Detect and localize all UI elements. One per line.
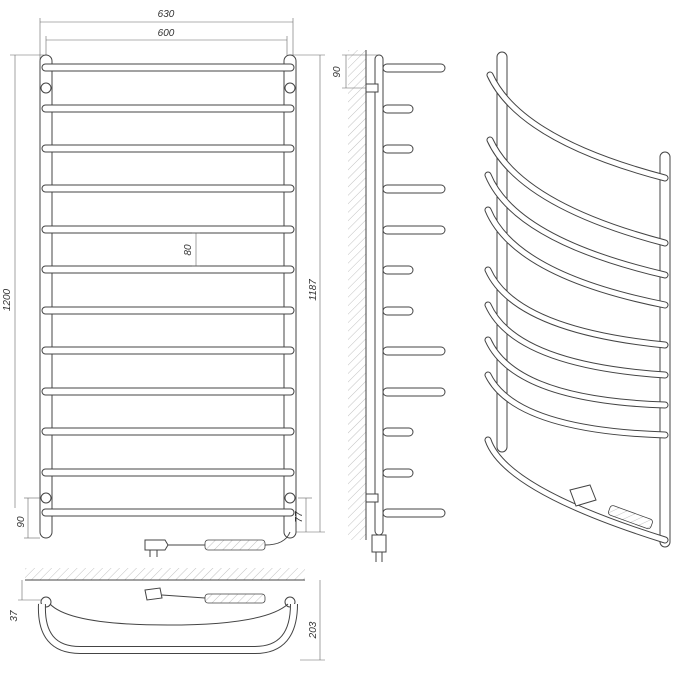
- power-cord: [144, 531, 291, 557]
- rung: [41, 387, 295, 396]
- rung: [41, 63, 295, 72]
- side-bracket-top: [365, 83, 379, 93]
- wall: [348, 50, 366, 540]
- plug-icon: [144, 539, 169, 551]
- dim-rail-width: 600: [45, 28, 288, 60]
- dim-rail-height: 1187: [290, 54, 325, 533]
- dim-overall-width-label: 630: [158, 9, 175, 20]
- dim-bottom-offset-label: 90: [16, 516, 27, 528]
- dim-wall-offset: 37: [9, 580, 42, 622]
- rungs: [41, 63, 295, 517]
- rung: [41, 104, 295, 113]
- dim-bottom-bracket-label: 77: [294, 511, 305, 523]
- side-bracket-bottom: [365, 493, 379, 503]
- dim-depth: 203: [300, 580, 325, 661]
- bracket-bottom-right: [284, 492, 296, 504]
- bracket-top-right: [284, 82, 296, 94]
- persp-rungs: [484, 71, 669, 544]
- side-upright: [374, 54, 384, 536]
- dim-overall-height-label: 1200: [2, 288, 13, 311]
- persp-upright-front: [659, 151, 671, 548]
- rung: [41, 306, 295, 315]
- dim-top-offset: 90: [332, 54, 380, 89]
- rung: [41, 184, 295, 193]
- bracket-top-left: [40, 82, 52, 94]
- rung: [41, 144, 295, 153]
- dim-overall-width: 630: [39, 9, 294, 60]
- persp-plug-icon: [569, 484, 597, 507]
- rung: [41, 427, 295, 436]
- rung: [41, 508, 295, 517]
- bracket-bottom-left: [40, 492, 52, 504]
- coiled-cable: [204, 539, 266, 551]
- rung: [41, 225, 295, 234]
- dim-bar-spacing-label: 80: [183, 244, 194, 256]
- dim-top-offset-label: 90: [332, 66, 343, 78]
- right-upright: [283, 54, 297, 539]
- side-rungs: [382, 63, 446, 518]
- left-upright: [39, 54, 53, 539]
- rung: [41, 265, 295, 274]
- perspective-view: [484, 51, 671, 548]
- side-plug-icon: [371, 534, 387, 553]
- side-view: 90: [332, 50, 446, 562]
- dim-rail-height-label: 1187: [308, 279, 319, 301]
- top-wall: [25, 568, 305, 580]
- dim-bottom-offset: 90: [16, 497, 40, 539]
- dim-bar-spacing: 80: [183, 232, 200, 267]
- top-view: 37 203: [9, 568, 325, 661]
- dim-rail-width-label: 600: [158, 28, 175, 39]
- dim-wall-offset-label: 37: [9, 610, 20, 622]
- rung: [41, 468, 295, 477]
- top-coiled-cable: [204, 593, 266, 604]
- front-view: 630 600 1200 1187: [2, 9, 325, 557]
- persp-coiled-cable: [608, 505, 653, 530]
- dim-bottom-bracket: 77: [294, 497, 312, 532]
- rung: [41, 346, 295, 355]
- dim-overall-height: 1200: [2, 54, 44, 508]
- dim-depth-label: 203: [308, 621, 319, 639]
- top-plug-icon: [144, 587, 163, 601]
